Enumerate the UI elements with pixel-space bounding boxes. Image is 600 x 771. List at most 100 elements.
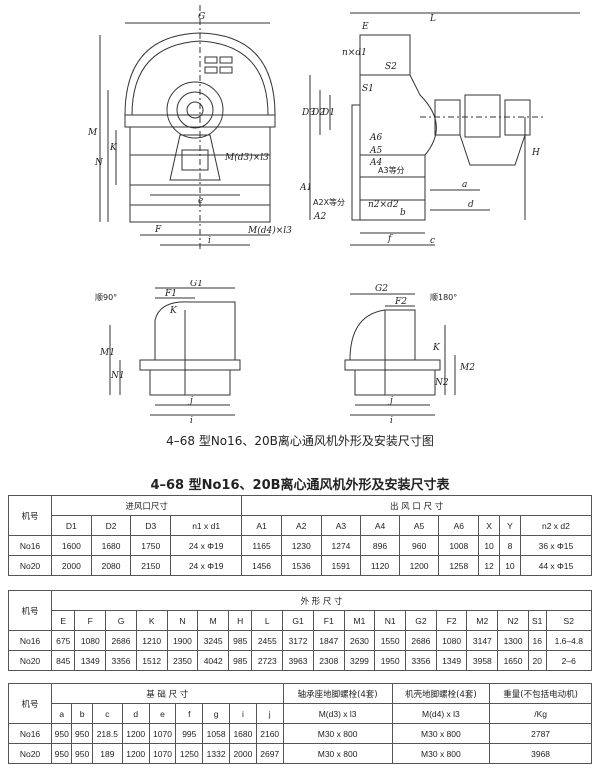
table3-col-headers: a b c d e f g i j M(d3) x l3 M(d4) x l3 …: [9, 703, 592, 724]
svg-text:n×d1: n×d1: [342, 48, 367, 58]
col-header: N1: [374, 610, 407, 631]
cell: 3356: [105, 650, 137, 671]
col-header: D2: [90, 515, 132, 536]
cell: 1680: [229, 723, 257, 744]
cell: 2787: [489, 723, 592, 744]
cell: No20: [8, 650, 52, 671]
cell: 3963: [282, 650, 314, 671]
col-header: A4: [360, 515, 400, 536]
cell: 1080: [74, 630, 107, 651]
cell: 1120: [360, 555, 400, 576]
col-header: L: [251, 610, 284, 631]
table-row: No20 950 950 189 1200 1070 1250 1332 200…: [8, 743, 592, 764]
svg-text:c: c: [430, 236, 435, 246]
cell: 1200: [398, 555, 440, 576]
cell: 950: [71, 723, 93, 744]
svg-text:A5: A5: [369, 146, 382, 156]
svg-text:顺180°: 顺180°: [430, 293, 457, 302]
svg-text:D1: D1: [321, 108, 335, 118]
side-view-drawing: E L n×d1 S2 S1 D3 D2 D1 A6 A5 A4 A3等分 A1…: [300, 12, 580, 246]
cell: 2000: [51, 555, 92, 576]
svg-text:D2: D2: [311, 108, 325, 118]
cell: 1591: [320, 555, 362, 576]
svg-text:i: i: [390, 416, 393, 425]
cell: 1058: [202, 723, 230, 744]
rotation-90-view-drawing: 顺90° G1 F1 K M1 N1 j i: [95, 280, 241, 425]
cell: 1847: [312, 630, 345, 651]
svg-text:K: K: [169, 306, 178, 316]
cell: 1070: [148, 743, 177, 764]
cell: 1274: [320, 535, 362, 556]
cell: 1200: [121, 743, 150, 764]
cell: 950: [50, 743, 73, 764]
cell: 2686: [105, 630, 137, 651]
svg-text:M1: M1: [99, 348, 115, 358]
cell: 44 x Φ15: [519, 555, 593, 576]
col-header: D1: [51, 515, 92, 536]
svg-text:F2: F2: [394, 297, 407, 307]
cell: 1349: [74, 650, 107, 671]
svg-text:j: j: [188, 396, 193, 406]
cell: 1250: [175, 743, 204, 764]
cell: 36 x Φ15: [519, 535, 593, 556]
foundation-header: 基 础 尺 寸: [51, 683, 284, 704]
cell: 845: [50, 650, 76, 671]
cell: 2350: [166, 650, 199, 671]
cell: 1950: [374, 650, 407, 671]
cell: 20: [527, 650, 547, 671]
table2-col-headers: E F G K N M H L G1 F1 M1 N1 G2 F2 M2 N2 …: [9, 610, 592, 631]
col-header: G1: [282, 610, 314, 631]
svg-text:M(d3)×l3: M(d3)×l3: [224, 152, 269, 163]
cell: 985: [228, 630, 253, 651]
cell: M30 x 800: [391, 723, 491, 744]
machine-label: 机号: [8, 495, 52, 536]
cell: 10: [478, 535, 500, 556]
col-header: /Kg: [489, 703, 592, 724]
svg-text:G2: G2: [375, 284, 388, 294]
cell: 985: [228, 650, 253, 671]
cell: 950: [50, 723, 73, 744]
col-header: M2: [466, 610, 499, 631]
col-header: A3: [320, 515, 362, 536]
inlet-header: 进风口尺寸: [50, 495, 243, 516]
table-foundation: 机号 基 础 尺 寸 轴承座地脚螺栓(4套) 机壳地脚螺栓(4套) 重量(不包括…: [8, 683, 592, 764]
table-row: No20 2000 2080 2150 24 x Φ19 1456 1536 1…: [8, 555, 593, 576]
cell: 1456: [241, 555, 282, 576]
cell: 1349: [435, 650, 468, 671]
svg-text:M: M: [87, 128, 98, 138]
engineering-drawing: G M N K M(d3)×l3 e F i M(d4)×l3: [87, 5, 580, 425]
cell: 2080: [90, 555, 132, 576]
cell: 1650: [497, 650, 529, 671]
col-header: c: [91, 703, 123, 724]
cell: 1512: [135, 650, 168, 671]
svg-text:K: K: [109, 143, 118, 153]
col-header: M(d4) x l3: [391, 703, 491, 724]
cell: 3356: [405, 650, 437, 671]
cell: 2686: [405, 630, 437, 651]
col-header: D3: [130, 515, 172, 536]
col-header: f: [175, 703, 204, 724]
svg-text:e: e: [198, 196, 203, 206]
cell: 2455: [251, 630, 284, 651]
svg-text:i: i: [190, 416, 193, 425]
cell: 1536: [280, 555, 322, 576]
front-view-drawing: G M N K M(d3)×l3 e F i M(d4)×l3: [87, 5, 292, 250]
table-row: No16 675 1080 2686 1210 1900 3245 985 24…: [8, 630, 592, 651]
col-header: G: [105, 610, 137, 631]
cell: 1300: [497, 630, 529, 651]
bolt1-header: 轴承座地脚螺栓(4套): [282, 683, 393, 704]
svg-text:G: G: [198, 12, 205, 22]
svg-text:A2X等分: A2X等分: [313, 197, 345, 207]
cell: 4042: [197, 650, 230, 671]
cell: 2–6: [545, 650, 592, 671]
svg-text:f: f: [387, 234, 393, 244]
col-header: A2: [280, 515, 322, 536]
outline-header: 外 形 尺 寸: [51, 590, 592, 611]
cell: 3968: [489, 743, 592, 764]
svg-text:N1: N1: [110, 371, 125, 381]
cell: No16: [8, 630, 52, 651]
col-header: F2: [435, 610, 468, 631]
col-header: N2: [497, 610, 529, 631]
table-row: No16 1600 1680 1750 24 x Φ19 1165 1230 1…: [8, 535, 593, 556]
